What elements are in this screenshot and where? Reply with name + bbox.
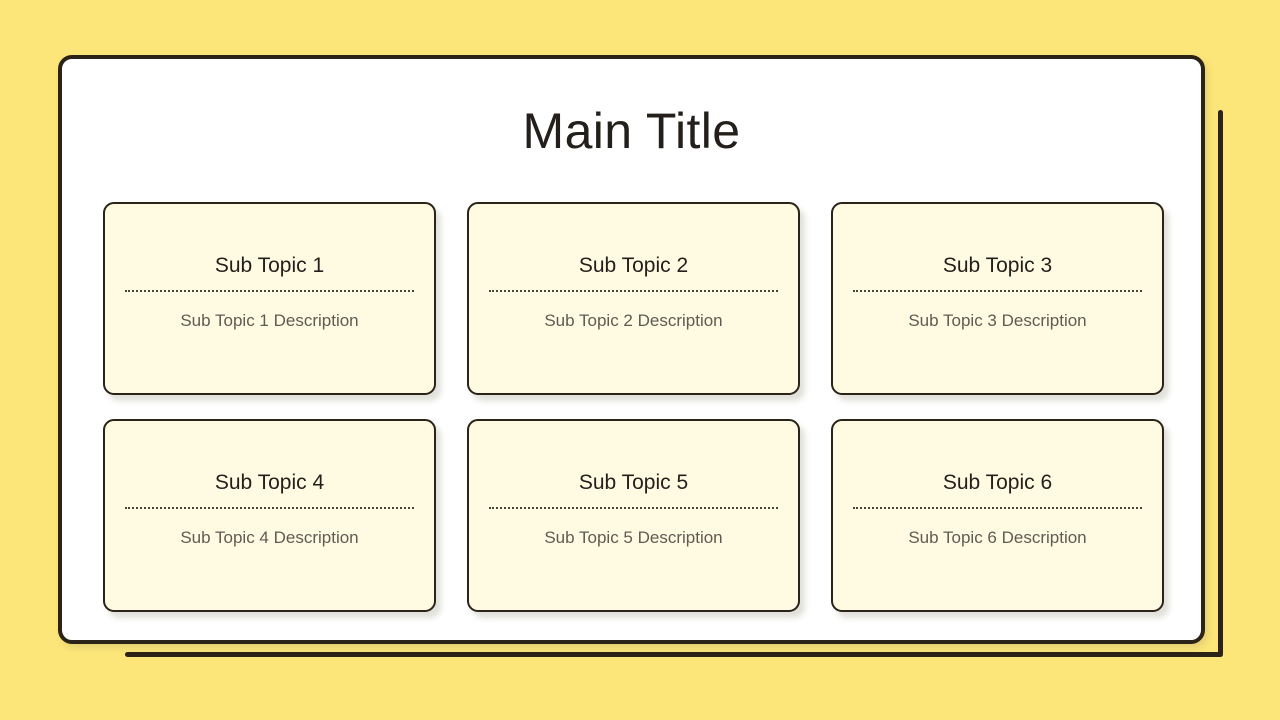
sub-topic-title: Sub Topic 4 — [214, 471, 325, 494]
sub-topic-description: Sub Topic 4 Description — [180, 528, 359, 548]
sub-topic-card-1[interactable]: Sub Topic 1 Sub Topic 1 Description — [103, 202, 436, 395]
decorative-accent-horizontal — [125, 652, 1223, 657]
sub-topic-description: Sub Topic 5 Description — [544, 528, 723, 548]
card-divider — [489, 507, 778, 510]
sub-topic-title: Sub Topic 3 — [942, 254, 1053, 277]
slide-panel: Main Title Sub Topic 1 Sub Topic 1 Descr… — [58, 55, 1205, 644]
sub-topic-description: Sub Topic 1 Description — [180, 311, 359, 331]
card-divider — [489, 290, 778, 293]
card-divider — [125, 507, 414, 510]
sub-topic-title: Sub Topic 6 — [942, 471, 1053, 494]
sub-topic-description: Sub Topic 2 Description — [544, 311, 723, 331]
sub-topic-description: Sub Topic 3 Description — [908, 311, 1087, 331]
sub-topic-card-2[interactable]: Sub Topic 2 Sub Topic 2 Description — [467, 202, 800, 395]
sub-topic-card-5[interactable]: Sub Topic 5 Sub Topic 5 Description — [467, 419, 800, 612]
sub-topic-grid: Sub Topic 1 Sub Topic 1 Description Sub … — [103, 202, 1165, 612]
sub-topic-title: Sub Topic 5 — [578, 471, 689, 494]
sub-topic-description: Sub Topic 6 Description — [908, 528, 1087, 548]
sub-topic-card-6[interactable]: Sub Topic 6 Sub Topic 6 Description — [831, 419, 1164, 612]
sub-topic-title: Sub Topic 2 — [578, 254, 689, 277]
sub-topic-title: Sub Topic 1 — [214, 254, 325, 277]
card-divider — [125, 290, 414, 293]
card-divider — [853, 290, 1142, 293]
card-divider — [853, 507, 1142, 510]
decorative-accent-vertical — [1218, 110, 1223, 655]
sub-topic-card-3[interactable]: Sub Topic 3 Sub Topic 3 Description — [831, 202, 1164, 395]
sub-topic-card-4[interactable]: Sub Topic 4 Sub Topic 4 Description — [103, 419, 436, 612]
page-title: Main Title — [522, 103, 741, 159]
